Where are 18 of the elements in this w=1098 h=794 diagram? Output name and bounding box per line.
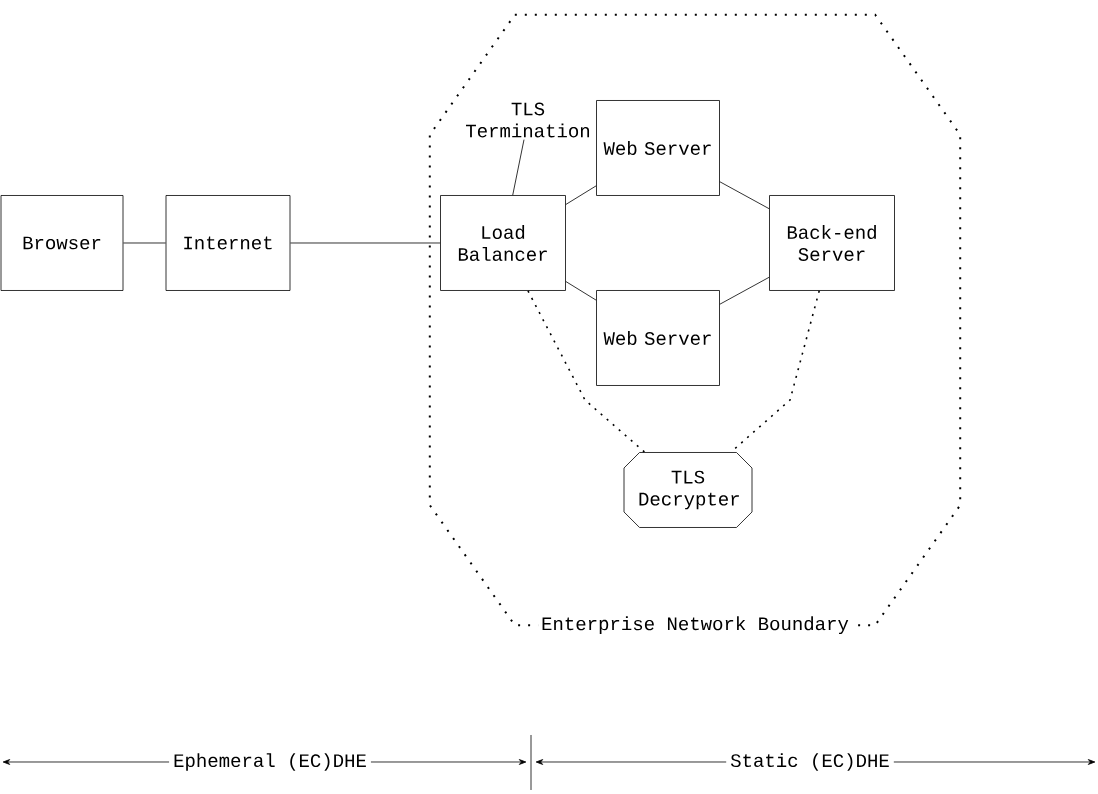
server-box: Back-end Server (769, 195, 895, 291)
connector-line (565, 281, 597, 301)
dimension-label: Ephemeral (EC)DHE (169, 749, 371, 775)
decrypter-hexagon: TLS Decrypter (623, 452, 753, 528)
connector-line (123, 242, 166, 244)
connector-line (565, 185, 597, 205)
leader-line (512, 139, 525, 196)
dimension-label: Static (EC)DHE (726, 749, 894, 775)
server-box: Web Server (596, 290, 720, 386)
connector-line (290, 242, 441, 244)
connector-line (719, 181, 770, 210)
browser-box: Browser (0, 195, 124, 291)
internet-box: Internet (165, 195, 291, 291)
connector-line (527, 290, 646, 453)
server-box: Web Server (596, 100, 720, 196)
annotation-text: TLS Termination (466, 102, 589, 138)
load-balancer-box: Load Balancer (440, 195, 566, 291)
connector-line (719, 276, 770, 305)
